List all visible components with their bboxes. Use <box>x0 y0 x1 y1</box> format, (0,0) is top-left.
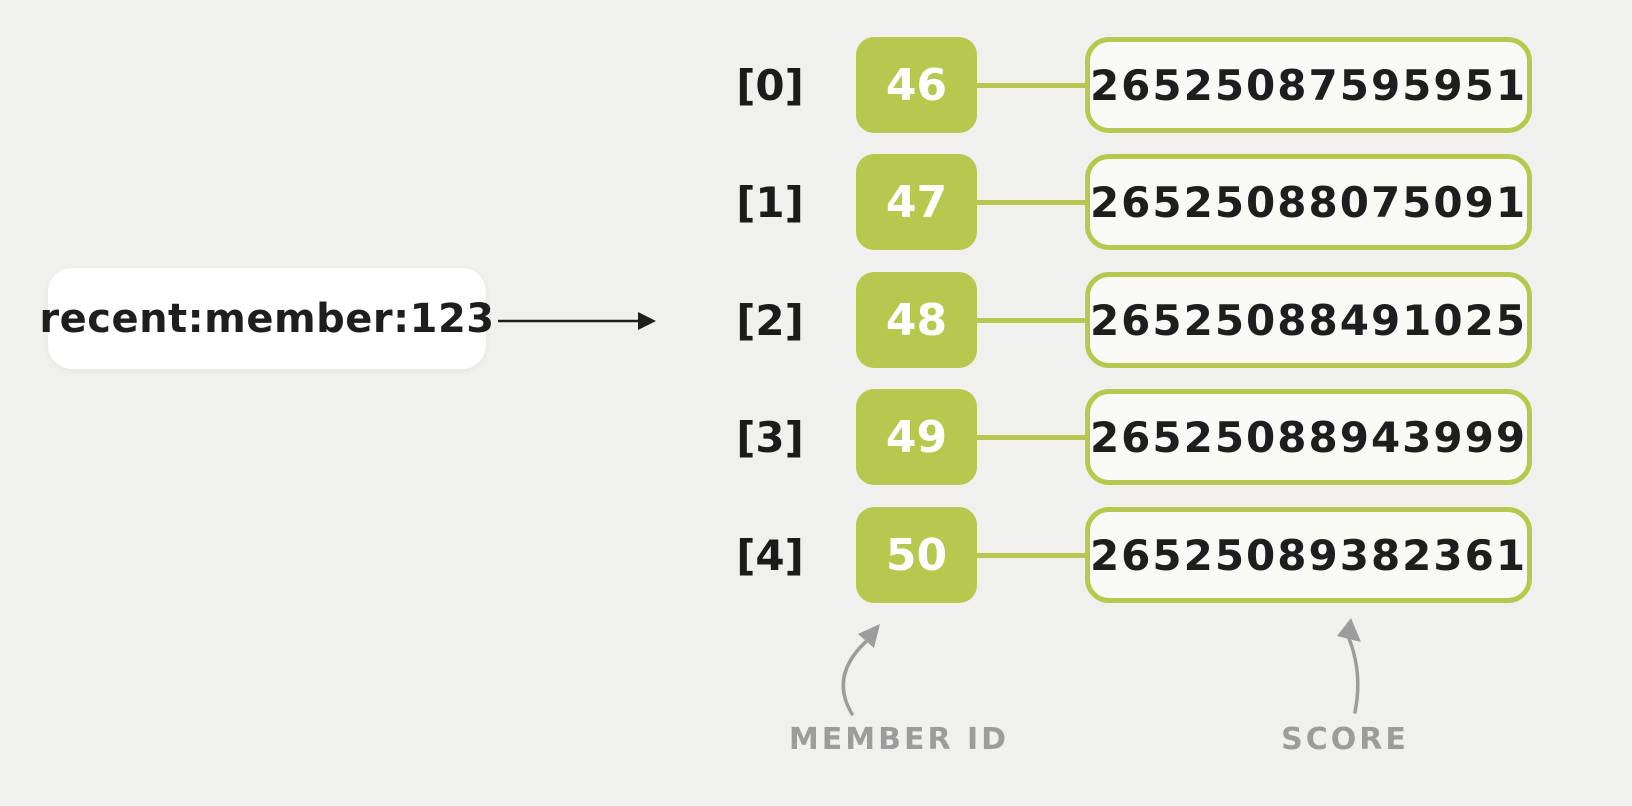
score-box: 26525088075091 <box>1085 154 1532 250</box>
score-value: 26525088943999 <box>1089 412 1528 462</box>
index-label: [0] <box>736 60 804 110</box>
score-value: 26525087595951 <box>1089 60 1528 110</box>
array-row: [1] 47 26525088075091 <box>0 154 1632 250</box>
score-value: 26525088491025 <box>1089 295 1528 345</box>
member-id-annotation-arrow-icon <box>841 624 880 716</box>
member-id-annotation-label: MEMBER ID <box>788 722 1010 757</box>
score-box: 26525088491025 <box>1085 272 1532 368</box>
member-id-value: 46 <box>885 59 948 111</box>
index-label: [1] <box>736 177 804 227</box>
index-label: [4] <box>736 530 804 580</box>
connector-line <box>975 199 1087 205</box>
set-key-label: recent:member:123 <box>39 295 495 342</box>
score-box: 26525089382361 <box>1085 507 1532 603</box>
member-id-box: 48 <box>856 272 977 368</box>
member-id-box: 49 <box>856 389 977 485</box>
score-value: 26525088075091 <box>1089 177 1528 227</box>
array-row: [3] 49 26525088943999 <box>0 389 1632 485</box>
score-annotation-label: SCORE <box>1281 722 1409 757</box>
member-id-box: 46 <box>856 37 977 133</box>
connector-line <box>975 552 1087 558</box>
score-value: 26525089382361 <box>1089 530 1528 580</box>
index-label: [2] <box>736 295 804 345</box>
array-row: [0] 46 26525087595951 <box>0 37 1632 133</box>
member-id-value: 50 <box>885 529 948 581</box>
connector-line <box>975 317 1087 323</box>
score-box: 26525088943999 <box>1085 389 1532 485</box>
member-id-value: 47 <box>885 176 948 228</box>
member-id-value: 48 <box>885 294 948 346</box>
array-row: [2] 48 26525088491025 <box>0 272 1632 368</box>
connector-line <box>975 434 1087 440</box>
member-id-box: 50 <box>856 507 977 603</box>
connector-line <box>975 82 1087 88</box>
array-row: [4] 50 26525089382361 <box>0 507 1632 603</box>
member-id-value: 49 <box>885 411 948 463</box>
key-pointer-arrow-icon <box>498 312 656 330</box>
score-annotation-arrow-icon <box>1337 618 1361 714</box>
set-key-box: recent:member:123 <box>39 268 494 369</box>
score-box: 26525087595951 <box>1085 37 1532 133</box>
member-id-box: 47 <box>856 154 977 250</box>
index-label: [3] <box>736 412 804 462</box>
